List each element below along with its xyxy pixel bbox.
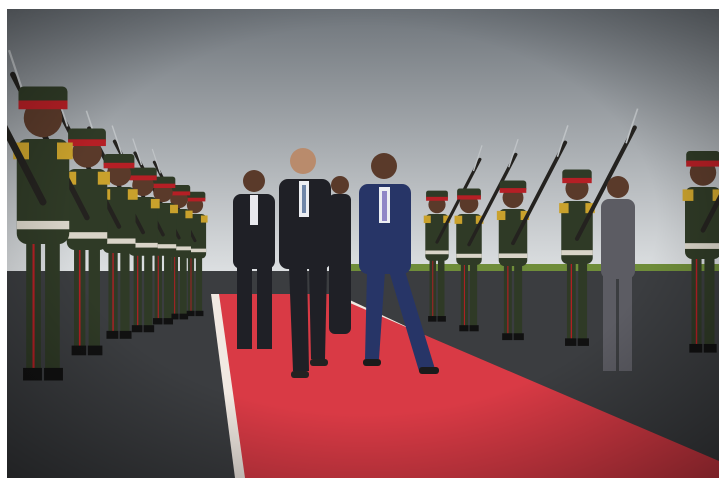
guard-of-honour-scene [7, 9, 719, 478]
vignette [7, 9, 719, 478]
photo [7, 9, 719, 478]
